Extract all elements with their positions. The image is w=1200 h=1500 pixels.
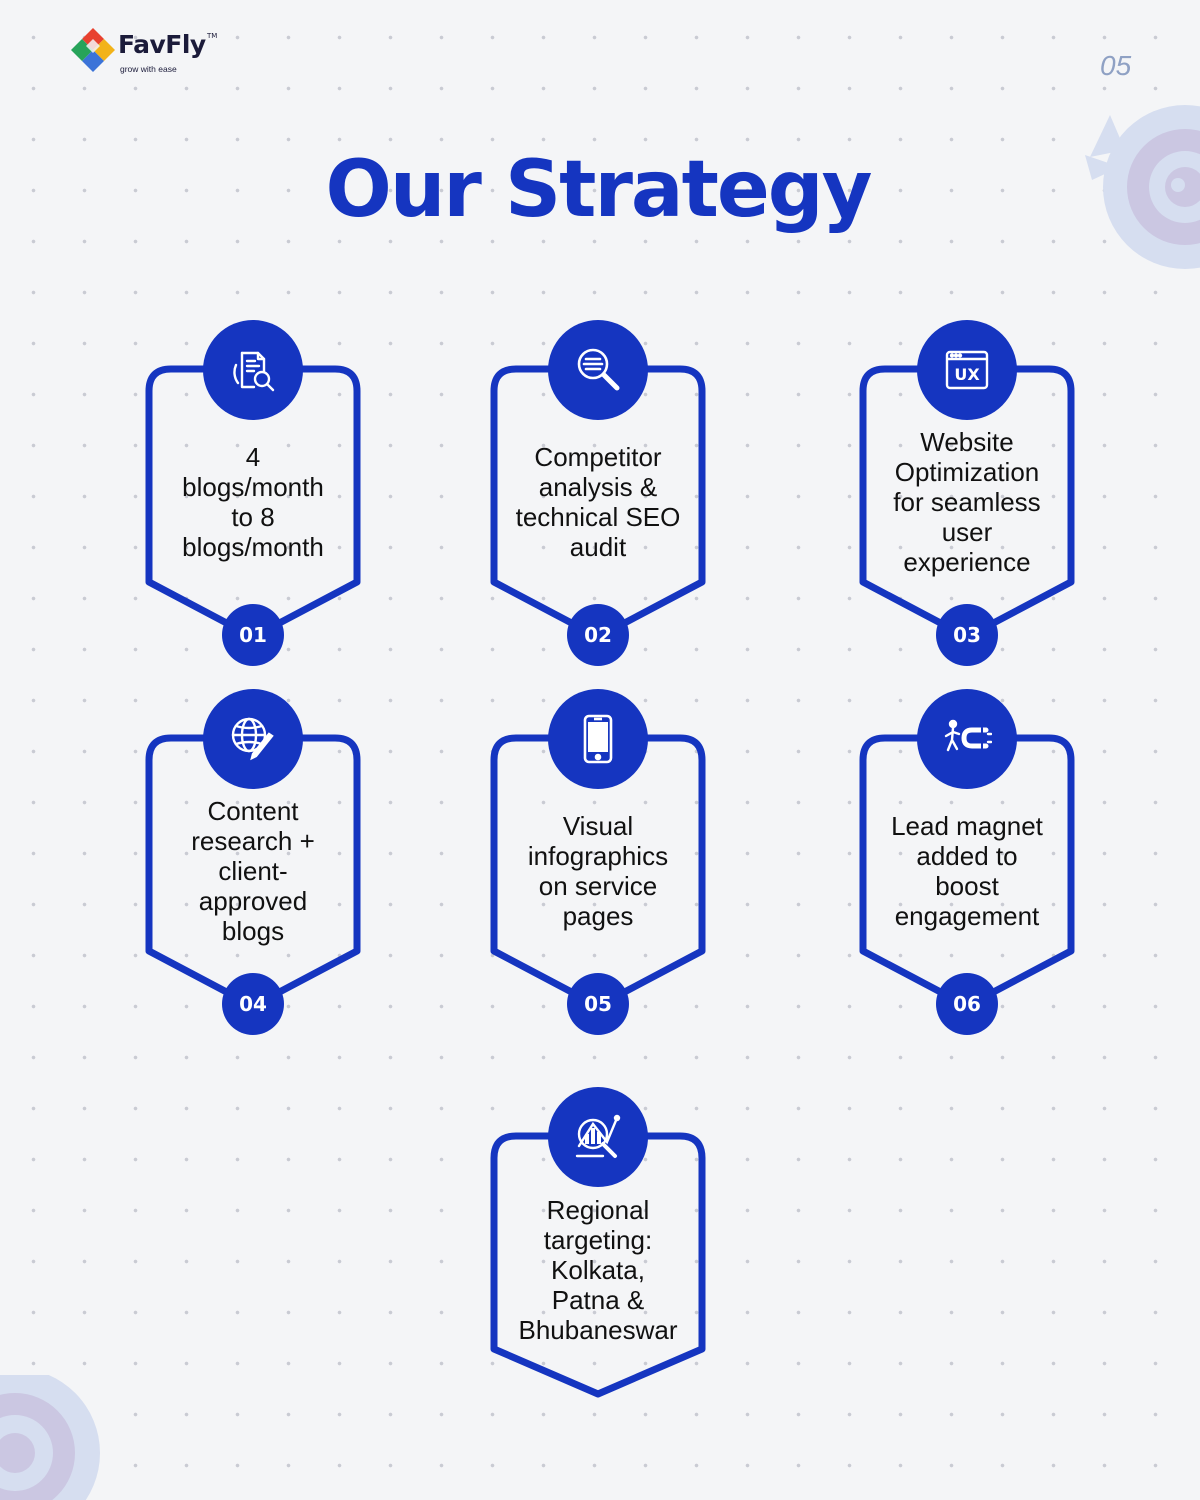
brand-trademark: TM [207, 32, 218, 40]
step-number-badge: 01 [222, 604, 284, 666]
strategy-card-05: Visual infographics on service pages 05 [490, 689, 706, 1035]
magnet-icon [944, 719, 992, 752]
strategy-text: Lead magnet added to boost engagement [891, 811, 1043, 931]
favfly-logo-mark-icon [71, 28, 115, 72]
strategy-text: Regional targeting: Kolkata, Patna & Bhu… [518, 1195, 678, 1345]
strategy-card-03: UX Website Optimization for seamless use… [859, 320, 1075, 666]
dart-target-decoration-bottom-icon [0, 1375, 100, 1500]
icon-badge [548, 1087, 648, 1187]
favfly-logo: FavFly TM grow with ease [70, 28, 230, 78]
card-frame [859, 734, 1075, 1010]
icon-badge [548, 689, 648, 789]
strategy-text: 4 blogs/month to 8 blogs/month [182, 442, 324, 562]
icon-badge: UX [917, 320, 1017, 420]
step-number-badge: 02 [567, 604, 629, 666]
step-number-badge: 05 [567, 973, 629, 1035]
step-number-badge: 04 [222, 973, 284, 1035]
step-number-badge: 03 [936, 604, 998, 666]
card-frame [490, 734, 706, 1010]
regional-analytics-icon [575, 1114, 621, 1158]
ux-icon: UX [945, 350, 989, 390]
strategy-card-02: Competitor analysis & technical SEO audi… [490, 320, 706, 666]
strategy-card-04: Content research + client- approved blog… [145, 689, 361, 1035]
smartphone-icon [583, 714, 613, 764]
strategy-card-01: 4 blogs/month to 8 blogs/month 01 [145, 320, 361, 666]
strategy-text: Content research + client- approved blog… [191, 796, 315, 946]
globe-pen-icon [231, 717, 274, 761]
page-title: Our Strategy [325, 145, 873, 235]
icon-badge [203, 320, 303, 420]
step-number-badge: 06 [936, 973, 998, 1035]
dart-target-decoration-icon [1085, 105, 1200, 269]
icon-badge [203, 689, 303, 789]
strategy-text: Website Optimization for seamless user e… [893, 427, 1041, 577]
brand-tagline: grow with ease [120, 64, 177, 74]
icon-badge [917, 689, 1017, 789]
brand-name: FavFly [118, 30, 206, 59]
competitor-analysis-icon [577, 348, 620, 391]
card-frame [859, 365, 1075, 641]
page-number: 05 [1100, 50, 1132, 81]
strategy-text: Competitor analysis & technical SEO audi… [515, 442, 681, 562]
strategy-text: Visual infographics on service pages [527, 811, 669, 931]
card-frame [490, 365, 706, 641]
card-frame [490, 1132, 706, 1398]
blog-search-icon [233, 351, 275, 392]
card-frame [145, 734, 361, 1010]
icon-badge [548, 320, 648, 420]
strategy-card-06: Lead magnet added to boost engagement 06 [859, 689, 1075, 1035]
strategy-card-07: Regional targeting: Kolkata, Patna & Bhu… [490, 1087, 706, 1407]
svg-text:UX: UX [954, 365, 980, 384]
card-frame [145, 365, 361, 641]
